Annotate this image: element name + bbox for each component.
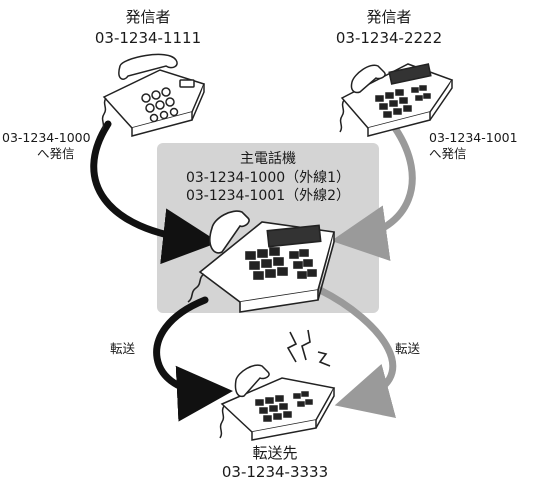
transfer-destination-title: 転送先 (252, 444, 298, 462)
main-phone-line1: 03-1234-1000（外線1） (185, 170, 351, 186)
caller-left-phone-icon (101, 53, 206, 137)
transfer-left-label: 転送 (110, 341, 136, 356)
arrow-transfer-right (316, 286, 397, 418)
transfer-destination-phone-icon (219, 364, 336, 441)
caller-left-dial-action: へ発信 (37, 146, 75, 161)
arrow-right-caller-to-main (331, 124, 416, 261)
caller-right-title: 発信者 (366, 8, 412, 26)
caller-left-number: 03-1234-1111 (94, 29, 202, 47)
main-phone-line2: 03-1234-1001（外線2） (185, 188, 351, 204)
transfer-right-label: 転送 (395, 341, 421, 356)
caller-left-dial-number: 03-1234-1000 (2, 130, 91, 145)
caller-right-dial-action: へ発信 (429, 146, 467, 161)
arrow-transfer-left (153, 296, 233, 422)
main-phone-title: 主電話機 (240, 151, 296, 167)
caller-left-title: 発信者 (125, 8, 171, 26)
caller-right-phone-icon (339, 63, 454, 137)
main-phone-icon (187, 210, 336, 313)
caller-right-number: 03-1234-2222 (335, 29, 443, 47)
ringing-icon (286, 329, 331, 367)
transfer-destination-number: 03-1234-3333 (221, 463, 329, 481)
caller-right-dial-number: 03-1234-1001 (429, 130, 518, 145)
arrow-left-caller-to-main (90, 120, 219, 265)
